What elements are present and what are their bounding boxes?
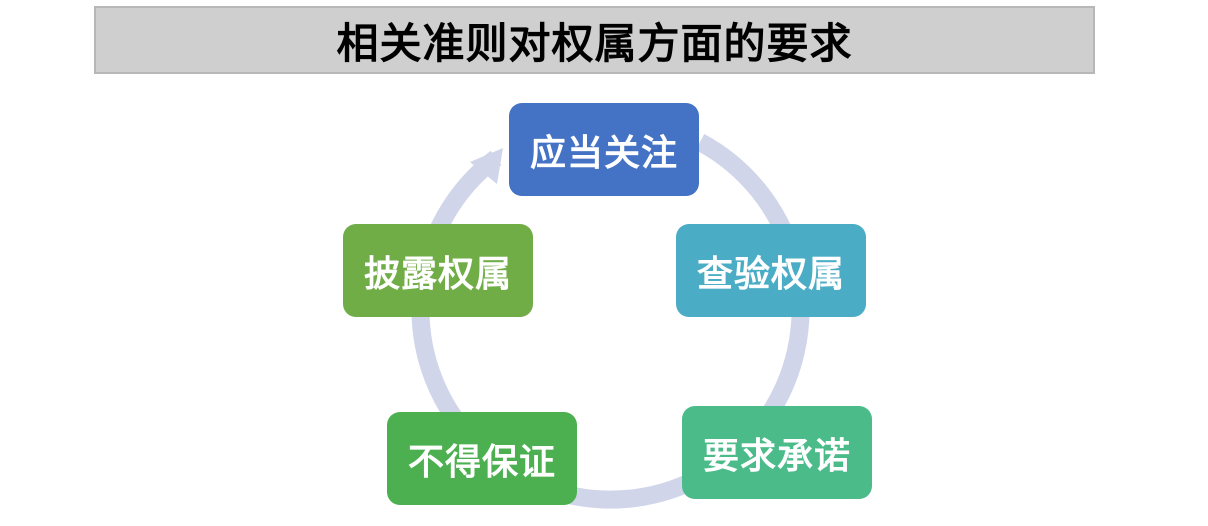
node-focus: 应当关注 bbox=[509, 103, 699, 196]
node-disclose-ownership: 披露权属 bbox=[343, 224, 533, 317]
node-verify-ownership-label: 查验权属 bbox=[696, 253, 845, 295]
node-no-guarantee-label: 不得保证 bbox=[407, 441, 556, 483]
node-require-commitment: 要求承诺 bbox=[682, 406, 872, 499]
node-focus-label: 应当关注 bbox=[529, 132, 678, 174]
node-no-guarantee: 不得保证 bbox=[387, 412, 577, 505]
node-require-commitment-label: 要求承诺 bbox=[702, 435, 851, 477]
title-banner: 相关准则对权属方面的要求 bbox=[94, 6, 1095, 74]
node-verify-ownership: 查验权属 bbox=[676, 224, 866, 317]
diagram-title: 相关准则对权属方面的要求 bbox=[336, 18, 853, 68]
cycle-arrowhead bbox=[470, 148, 503, 184]
node-disclose-ownership-label: 披露权属 bbox=[363, 253, 512, 295]
